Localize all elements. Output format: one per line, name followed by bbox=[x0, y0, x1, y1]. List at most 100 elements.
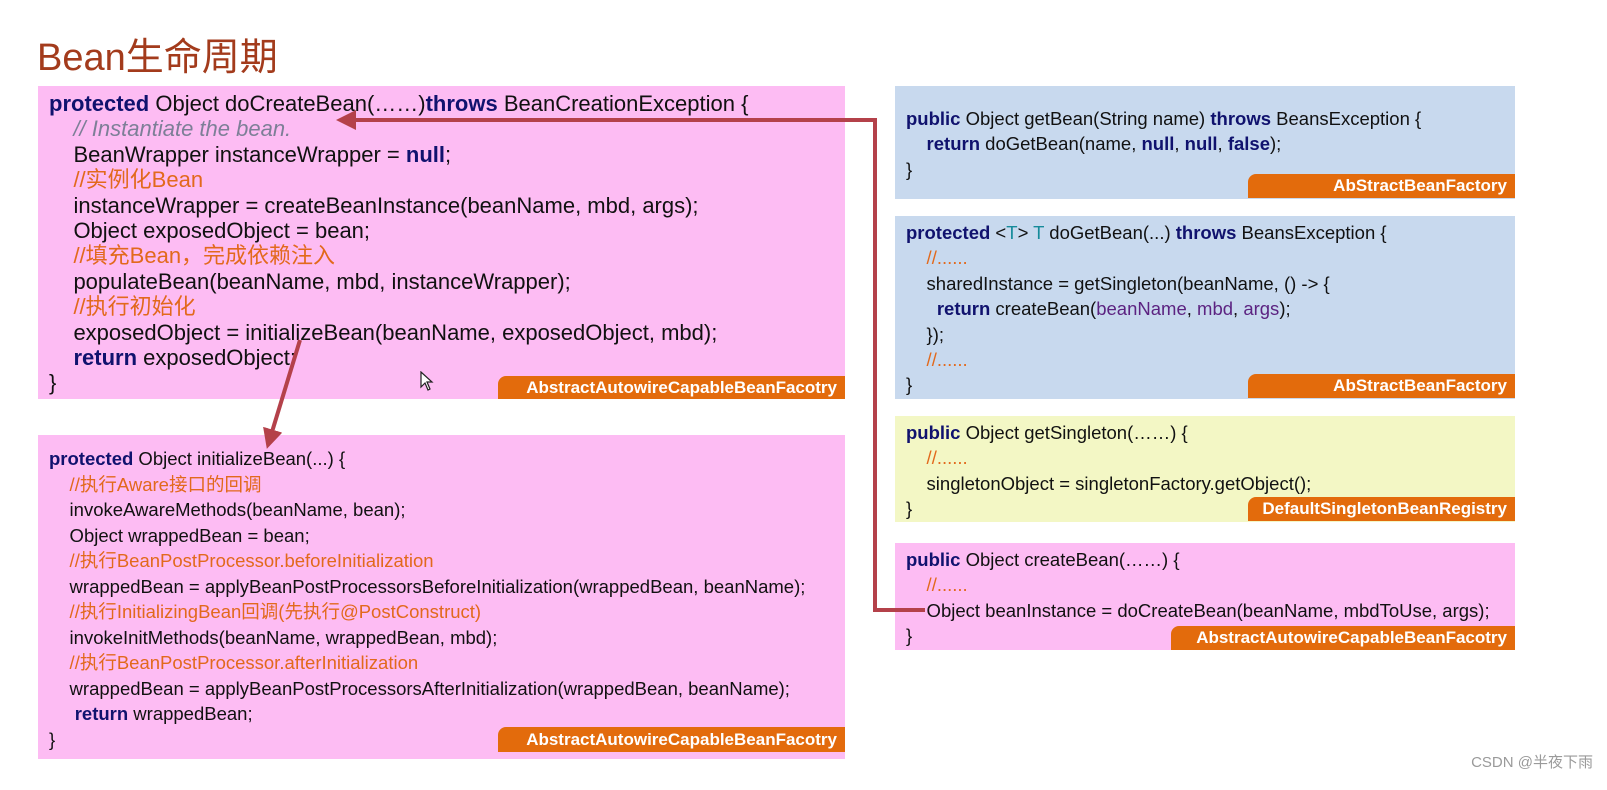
code-token: ); bbox=[1270, 133, 1282, 155]
code-token: throws bbox=[425, 91, 498, 116]
code-line: protected Object doCreateBean(……)throws … bbox=[49, 91, 748, 116]
code-line: sharedInstance = getSingleton(beanName, … bbox=[906, 271, 1387, 296]
code-token: //执行Aware接口的回调 bbox=[49, 473, 262, 495]
code-token: } bbox=[906, 374, 913, 396]
docreatebean-class-tag: AbstractAutowireCapableBeanFacotry bbox=[498, 376, 845, 399]
code-token: BeansException { bbox=[1271, 108, 1422, 129]
code-token: , bbox=[1233, 298, 1244, 320]
createbean-to-docreatebean-arrow bbox=[336, 110, 925, 612]
code-line: //...... bbox=[906, 572, 1490, 597]
code-line: public Object createBean(……) { bbox=[906, 547, 1490, 572]
code-token: return bbox=[906, 298, 991, 320]
code-line: wrappedBean = applyBeanPostProcessorsAft… bbox=[49, 676, 805, 702]
getbean-code: public Object getBean(String name) throw… bbox=[906, 106, 1421, 182]
code-token: } bbox=[906, 158, 913, 180]
code-token: invokeAwareMethods(beanName, bean); bbox=[49, 499, 406, 520]
code-line: populateBean(beanName, mbd, instanceWrap… bbox=[49, 269, 748, 294]
code-token: false bbox=[1227, 133, 1270, 155]
code-token: //...... bbox=[906, 349, 968, 371]
docreatebean-panel: protected Object doCreateBean(……)throws … bbox=[38, 86, 845, 399]
code-token: ); bbox=[1279, 298, 1291, 320]
code-line: //执行BeanPostProcessor.beforeInitializati… bbox=[49, 548, 805, 574]
code-token: } bbox=[906, 498, 913, 520]
code-line: }); bbox=[906, 322, 1387, 347]
mouse-cursor-icon bbox=[420, 371, 434, 391]
code-token: T bbox=[1033, 222, 1045, 243]
docreatebean-to-initializebean-arrow bbox=[263, 339, 302, 449]
code-token: //...... bbox=[906, 447, 968, 469]
code-token: return bbox=[49, 345, 138, 371]
code-token: Object getBean(String name) bbox=[960, 108, 1211, 129]
code-token: T bbox=[1006, 222, 1018, 243]
code-token: sharedInstance = getSingleton(beanName, … bbox=[906, 272, 1330, 294]
code-token: return bbox=[49, 703, 129, 724]
code-line: //...... bbox=[906, 245, 1387, 270]
code-line: public Object getSingleton(……) { bbox=[906, 420, 1311, 445]
code-line: } bbox=[49, 727, 805, 753]
code-token: < bbox=[990, 222, 1007, 243]
code-token: throws bbox=[1210, 108, 1272, 129]
code-token: null bbox=[1141, 133, 1175, 155]
code-token: public bbox=[906, 549, 961, 570]
code-token: } bbox=[49, 370, 57, 396]
code-line: invokeAwareMethods(beanName, bean); bbox=[49, 497, 805, 523]
createbean-code: public Object createBean(……) { //...... … bbox=[906, 547, 1490, 649]
code-token: createBean( bbox=[990, 298, 1097, 320]
getsingleton-panel: public Object getSingleton(……) { //.....… bbox=[895, 416, 1515, 522]
code-token: //填充Bean，完成依赖注入 bbox=[49, 243, 336, 269]
code-token: } bbox=[906, 625, 913, 647]
code-token: //...... bbox=[906, 247, 968, 269]
code-token: wrappedBean = applyBeanPostProcessorsBef… bbox=[49, 575, 806, 597]
code-token: public bbox=[906, 108, 961, 129]
watermark: CSDN @半夜下雨 bbox=[1471, 754, 1593, 771]
page-title: Bean生命周期 bbox=[37, 37, 278, 79]
code-line: BeanWrapper instanceWrapper = null; bbox=[49, 142, 748, 167]
code-token: wrappedBean = applyBeanPostProcessorsAft… bbox=[49, 677, 790, 699]
code-token: Object doCreateBean(……) bbox=[149, 91, 426, 116]
code-token: Object initializeBean(...) { bbox=[133, 448, 346, 469]
code-line: //执行Aware接口的回调 bbox=[49, 472, 805, 498]
code-line: // Instantiate the bean. bbox=[49, 116, 748, 141]
code-token: //...... bbox=[906, 574, 968, 596]
code-token: Object createBean(……) { bbox=[960, 549, 1180, 570]
code-line: //执行BeanPostProcessor.afterInitializatio… bbox=[49, 650, 805, 676]
code-token: exposedObject; bbox=[137, 345, 296, 371]
code-token: ; bbox=[445, 141, 452, 167]
code-token: return bbox=[906, 133, 981, 155]
getbean-panel: public Object getBean(String name) throw… bbox=[895, 86, 1515, 199]
createbean-panel: public Object createBean(……) { //...... … bbox=[895, 543, 1515, 650]
code-token: Object beanInstance = doCreateBean(beanN… bbox=[906, 599, 1490, 621]
code-line: //执行InitializingBean回调(先执行@PostConstruct… bbox=[49, 599, 805, 625]
code-token: Object getSingleton(……) { bbox=[960, 422, 1188, 443]
code-token: BeanCreationException { bbox=[497, 91, 749, 116]
code-token: , bbox=[1174, 133, 1185, 155]
code-token: Object exposedObject = bean; bbox=[49, 218, 371, 244]
code-line: singletonObject = singletonFactory.getOb… bbox=[906, 471, 1312, 496]
code-token: protected bbox=[49, 448, 134, 469]
code-token: exposedObject = initializeBean(beanName,… bbox=[49, 319, 718, 345]
dogetbean-code: protected <T> T doGetBean(...) throws Be… bbox=[906, 220, 1387, 398]
createbean-class-tag: AbstractAutowireCapableBeanFacotry bbox=[1171, 626, 1515, 650]
code-token: singletonObject = singletonFactory.getOb… bbox=[906, 472, 1312, 494]
code-token: null bbox=[1184, 133, 1218, 155]
code-line: Object exposedObject = bean; bbox=[49, 218, 748, 243]
code-line: public Object getBean(String name) throw… bbox=[906, 106, 1421, 131]
code-token: throws bbox=[1175, 222, 1237, 243]
getsingleton-code: public Object getSingleton(……) { //.....… bbox=[906, 420, 1311, 522]
code-token: // Instantiate the bean. bbox=[49, 116, 292, 142]
code-line: protected <T> T doGetBean(...) throws Be… bbox=[906, 220, 1387, 245]
code-token: //执行BeanPostProcessor.beforeInitializati… bbox=[49, 550, 434, 571]
code-token: , bbox=[1217, 133, 1228, 155]
code-line: return exposedObject; bbox=[49, 345, 748, 370]
code-token: doGetBean(name, bbox=[980, 133, 1142, 155]
code-token: } bbox=[49, 728, 56, 750]
code-token: BeansException { bbox=[1236, 222, 1387, 243]
code-token: BeanWrapper instanceWrapper = bbox=[49, 141, 406, 167]
code-token: args bbox=[1243, 298, 1280, 320]
code-token: doGetBean(...) bbox=[1044, 222, 1176, 243]
code-token: //执行BeanPostProcessor.afterInitializatio… bbox=[49, 652, 419, 673]
code-line: Object beanInstance = doCreateBean(beanN… bbox=[906, 598, 1490, 623]
code-line: //...... bbox=[906, 445, 1311, 470]
code-token: > bbox=[1017, 222, 1034, 243]
initializebean-class-tag: AbstractAutowireCapableBeanFacotry bbox=[498, 727, 845, 752]
